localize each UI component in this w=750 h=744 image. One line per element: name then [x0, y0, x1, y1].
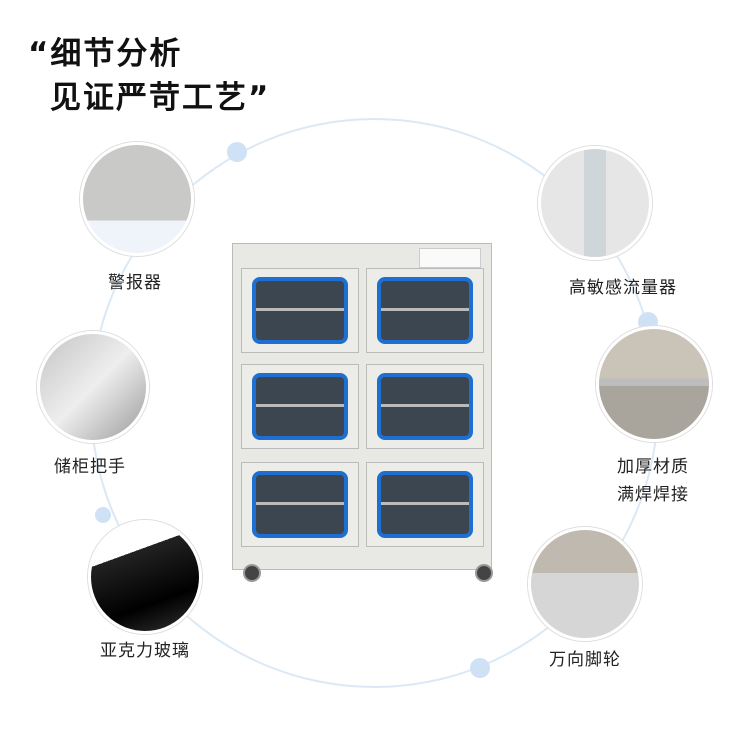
ring-dot [470, 658, 490, 678]
ring-dot [227, 142, 247, 162]
flowmeter-photo [538, 146, 652, 260]
feature-label-flowmeter: 高敏感流量器 [569, 278, 677, 298]
ring-dot [95, 507, 111, 523]
feature-label-handle: 储柜把手 [54, 457, 126, 477]
acrylic-photo [88, 520, 202, 634]
alarm-photo [80, 142, 194, 256]
control-panel [419, 248, 481, 268]
feature-label-alarm: 警报器 [108, 273, 162, 293]
title-line-2: 见证严苛工艺” [50, 80, 271, 116]
feature-label-caster: 万向脚轮 [549, 650, 621, 670]
title-line-1: “细节分析 [28, 36, 183, 72]
caster-photo [528, 527, 642, 641]
feature-label-welding: 满焊焊接 [617, 485, 689, 505]
dry-cabinet-image [232, 243, 492, 570]
welding-photo [596, 326, 712, 442]
wheel [475, 564, 493, 582]
handle-photo [37, 331, 149, 443]
feature-label-material: 加厚材质 [617, 457, 689, 477]
wheel [243, 564, 261, 582]
feature-label-acrylic: 亚克力玻璃 [100, 641, 190, 661]
